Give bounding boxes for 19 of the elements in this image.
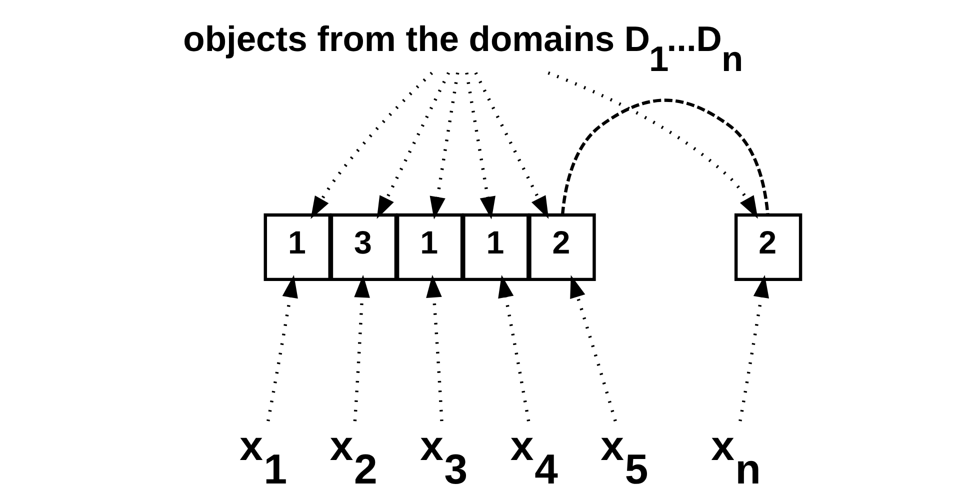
arrow bbox=[266, 274, 298, 422]
arrow bbox=[426, 274, 444, 422]
arrow bbox=[570, 275, 617, 422]
node-box: 2 bbox=[528, 213, 596, 282]
arrow bbox=[474, 72, 549, 219]
arrow bbox=[548, 71, 758, 219]
node-box: 3 bbox=[330, 213, 398, 282]
arrow bbox=[310, 72, 434, 220]
arrow bbox=[465, 72, 496, 220]
arrow bbox=[738, 274, 770, 422]
connector bbox=[560, 98, 770, 215]
arrow bbox=[376, 72, 450, 219]
arrow bbox=[353, 274, 370, 422]
node-box: 1 bbox=[462, 213, 530, 282]
node-box: 2 bbox=[734, 213, 802, 282]
arrow bbox=[498, 274, 530, 422]
arrow bbox=[430, 72, 460, 220]
node-box: 1 bbox=[264, 213, 332, 282]
node-box: 1 bbox=[396, 213, 464, 282]
